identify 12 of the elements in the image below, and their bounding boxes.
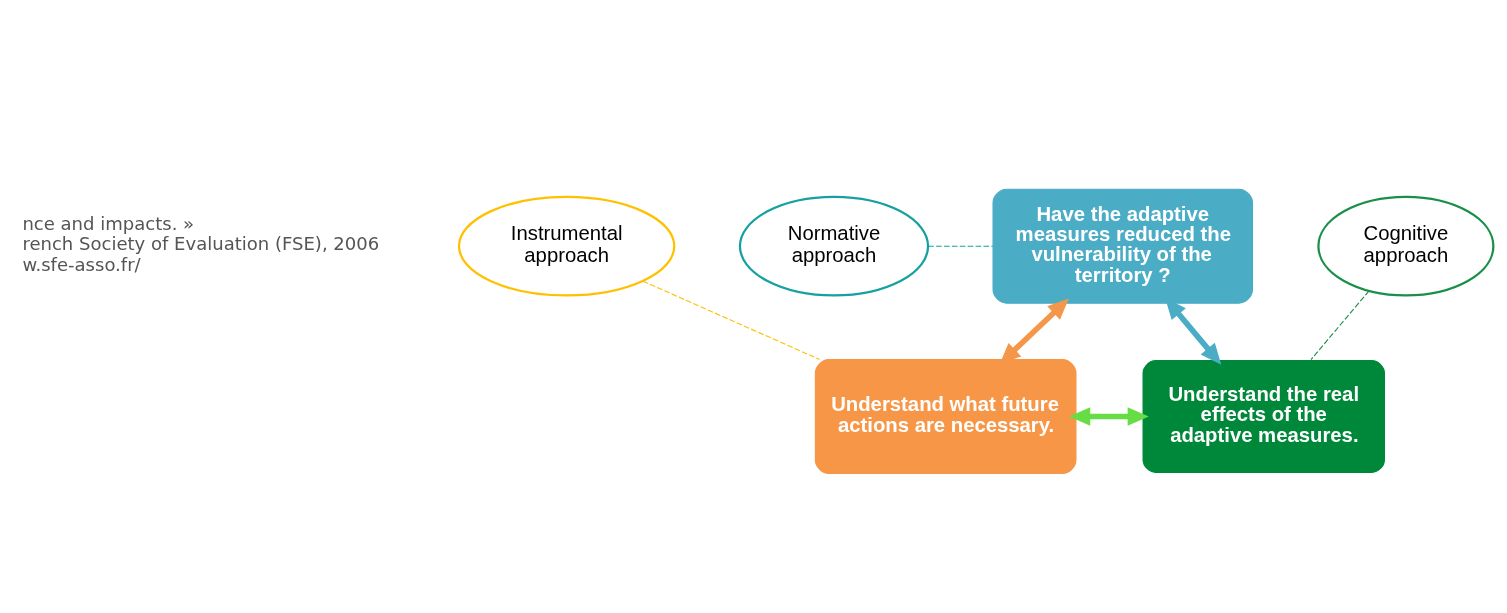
node-ellipse: Normative approach — [738, 195, 930, 297]
node-ellipse: Cognitive approach — [1317, 195, 1495, 297]
node-box: Understand what future actions are necessary. — [814, 358, 1077, 474]
connector — [1310, 289, 1370, 360]
node-ellipse: Instrumental approach — [457, 195, 676, 297]
arrow — [1069, 406, 1149, 426]
connector — [642, 280, 821, 360]
connector — [927, 245, 994, 247]
node-box: Understand the real effects of the adaptive measures. — [1141, 358, 1387, 474]
label: nce and impacts. » — [22, 212, 195, 234]
node-box: Have the adaptive measures reduced the vulnerability of the territory ? — [992, 188, 1254, 304]
label: w.sfe-asso.fr/ — [22, 253, 141, 275]
